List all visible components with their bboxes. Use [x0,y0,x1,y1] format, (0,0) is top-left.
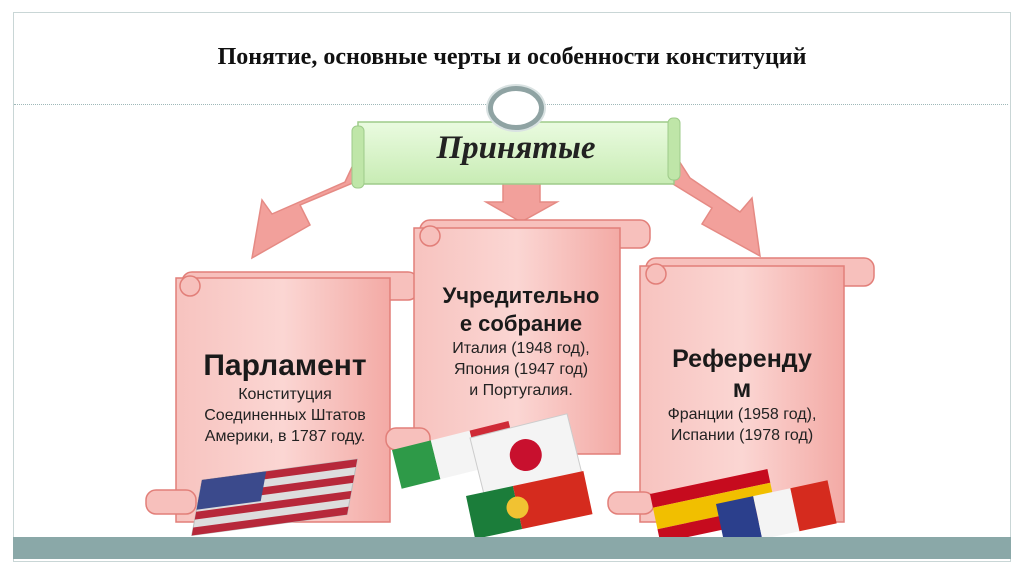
referendum-title-line1: Референду [672,345,812,373]
referendum-line1: Франции (1958 год), [667,406,817,423]
referendum-line2: Испании (1978 год) [670,427,814,444]
assembly-line2: Япония (1947 год) [453,361,589,378]
arrow-left [250,148,374,260]
page-title: Понятие, основные черты и особенности ко… [217,44,807,70]
japan-flag [469,413,583,497]
assembly-title-line1: Учредительно [442,283,600,308]
portugal-flag [466,471,593,540]
parliament-text: Парламент Конституция Соединенных Штатов… [180,348,390,447]
parliament-line3: Америки, в 1787 году. [204,428,366,445]
header-label: Принятые [436,130,596,166]
parliament-line1: Конституция [238,386,332,403]
ring-icon [488,86,544,130]
scroll-assembly [385,219,651,455]
assembly-line1: Италия (1948 год), [452,340,590,357]
france-flag [716,480,837,548]
assembly-title-line2: е собрание [459,311,583,336]
referendum-title-line2: м [732,375,752,403]
assembly-line3: и Португалия. [469,382,573,399]
usa-flag [191,458,358,537]
assembly-text: Учредительно е собрание Италия (1948 год… [418,282,624,401]
bottom-bar [13,537,1011,559]
arrow-right [659,148,761,258]
parliament-title: Парламент [203,349,367,382]
parliament-line2: Соединенных Штатов [204,407,366,424]
referendum-text: Референду м Франции (1958 год), Испании … [644,344,840,446]
